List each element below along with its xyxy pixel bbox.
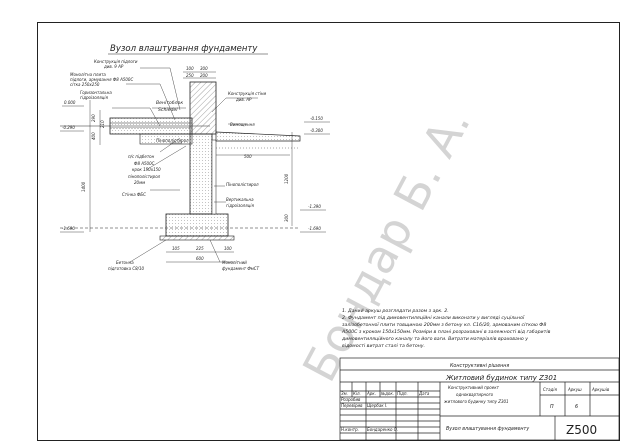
dim-right-1200: 1200 <box>284 173 289 184</box>
stamp-row-designer: Розробив <box>341 397 361 402</box>
label-penoplex-bottom-1: пінополістирол <box>128 174 161 179</box>
concrete-prep <box>159 235 235 241</box>
stamp-checker-name: Щербак І. <box>367 403 387 408</box>
label-vertical-wp-2: гідроізоляція <box>226 203 254 208</box>
note-line-5: димовентиляційного каналу та його ваги. … <box>341 336 528 342</box>
stamp-stage: П <box>550 404 554 410</box>
blind-area <box>215 131 301 142</box>
elev-0290: -0.290 <box>62 125 75 130</box>
stamp-norm-name: Бондаренко О. <box>367 427 398 432</box>
label-venitoblock-1: Венітоблок <box>156 100 183 106</box>
stamp-row-checker: Перевірив <box>341 403 363 408</box>
elev-0300: -0.300 <box>310 128 323 133</box>
dim-left-1400: 1400 <box>81 181 86 192</box>
elev-0150: -0.150 <box>310 116 323 121</box>
stamp-row-norm: Н.контр. <box>341 427 359 432</box>
label-wall-construction-1: Конструкція стіни <box>228 91 267 96</box>
label-penoplex-bottom-2: 20мм <box>134 180 145 185</box>
label-venitoblock-2: Schiedel <box>158 107 178 113</box>
stamp-desc-3: житлового будинку типу Z301 <box>443 399 509 404</box>
dim-top-200: 200 <box>200 73 208 78</box>
foundation-wall <box>189 133 213 215</box>
label-penoplex-side: Пінополістирол <box>226 182 259 187</box>
dim-right-300: 300 <box>284 214 289 222</box>
dim-bottom-100: 100 <box>224 246 232 251</box>
stamp-section: Конструктивні рішення <box>450 363 509 369</box>
title-block <box>339 357 620 441</box>
elev-1690-left: -1.690 <box>62 226 75 231</box>
stamp-desc-2: одноквартирного <box>456 392 494 397</box>
foundation-footing <box>165 213 229 237</box>
dim-blind-500: 500 <box>244 154 252 159</box>
stamp-code: Z500 <box>566 423 597 437</box>
label-sand: п/с підбетон <box>128 154 155 159</box>
label-floor-construction-1: Конструкція підлоги <box>94 59 138 64</box>
label-slab-1: Монолітна плита <box>70 72 106 77</box>
stamp-col-sign: Підп. <box>397 391 408 396</box>
drawing-frame <box>37 22 620 441</box>
dim-top-300: 300 <box>200 66 208 71</box>
drawing-title: Вузол влаштування фундаменту <box>110 44 258 54</box>
stamp-sheets-header: Аркушів <box>591 387 610 392</box>
stamp-sheet-title: Вузол влаштування фундаменту <box>446 426 529 432</box>
insulation-vertical <box>211 139 217 215</box>
label-floor-construction-2: див. 9 АР <box>103 64 124 69</box>
note-line-3: залізобетонної плити товщиною 200мм з бе… <box>342 322 546 328</box>
dim-left-400: 400 <box>91 132 96 140</box>
label-slab-2: підлоги, армування Ф8 А500С <box>70 77 133 82</box>
label-mono-foundation-1: Монолітний <box>222 260 247 265</box>
label-vertical-wp-1: Вертикальна <box>226 197 254 202</box>
label-concrete-prep-1: Бетонна <box>116 260 134 265</box>
stamp-sheet-header: Аркуш <box>567 387 582 392</box>
stamp-col-date: Дата <box>418 391 430 396</box>
dim-top-250: 250 <box>186 73 194 78</box>
stamp-project: Житловий будинок типу Z301 <box>445 374 557 382</box>
dim-left-290: 290 <box>91 114 96 122</box>
note-line-4: А500С з кроком 150х150мм. Розміри в план… <box>341 329 551 335</box>
elev-1390: -1.390 <box>308 204 321 209</box>
dim-bottom-105: 105 <box>172 246 180 251</box>
note-line-6: відомості витрат сталі та бетону. <box>342 343 425 349</box>
label-waterproofing-1: Горизонтальна <box>80 90 112 95</box>
floor-slab <box>109 117 193 135</box>
label-slab-3: сітка 250х250 <box>70 82 100 87</box>
label-reinforcement-2: крок 150х150 <box>132 167 161 172</box>
dim-bottom-225: 225 <box>196 246 204 251</box>
label-blind-area: Вимощення <box>230 122 255 127</box>
elev-1690-right: -1.690 <box>308 226 321 231</box>
note-line-1: 1. Даний аркуш розглядати разом з арк. 2… <box>342 308 449 314</box>
dim-bottom-600: 600 <box>196 256 204 261</box>
stamp-col-ark: Арк. <box>366 391 376 396</box>
stamp-sheet: 6 <box>575 404 578 410</box>
label-mono-foundation-2: фундамент ФмСТ <box>222 266 260 271</box>
note-line-2: 2. Фундамент під димовентиляційні канали… <box>342 315 525 321</box>
notes-block: 1. Даний аркуш розглядати разом з арк. 2… <box>341 308 551 349</box>
stamp-desc-1: Конструктивний проект <box>448 385 500 390</box>
stamp-col-zm: Зм. <box>341 391 348 396</box>
wall-section <box>189 81 217 135</box>
label-wall-fbs: Стінка ФБС <box>122 192 146 197</box>
elev-0000: 0.000 <box>64 100 76 105</box>
stamp-col-kil: Кіл. <box>353 391 361 396</box>
stamp-stage-header: Стадія <box>543 387 557 392</box>
dim-left-210: 210 <box>100 120 105 128</box>
label-penoplex-top: Пінополістирол <box>156 138 189 143</box>
label-waterproofing-2: гідроізоляція <box>80 95 108 100</box>
dim-top-100: 100 <box>186 66 194 71</box>
label-reinforcement-1: Ф8 А500С <box>134 161 155 166</box>
label-wall-construction-2: див. АР <box>235 97 252 102</box>
label-concrete-prep-2: підготовка С8/10 <box>108 266 145 271</box>
stamp-col-doc: №док. <box>380 391 394 396</box>
